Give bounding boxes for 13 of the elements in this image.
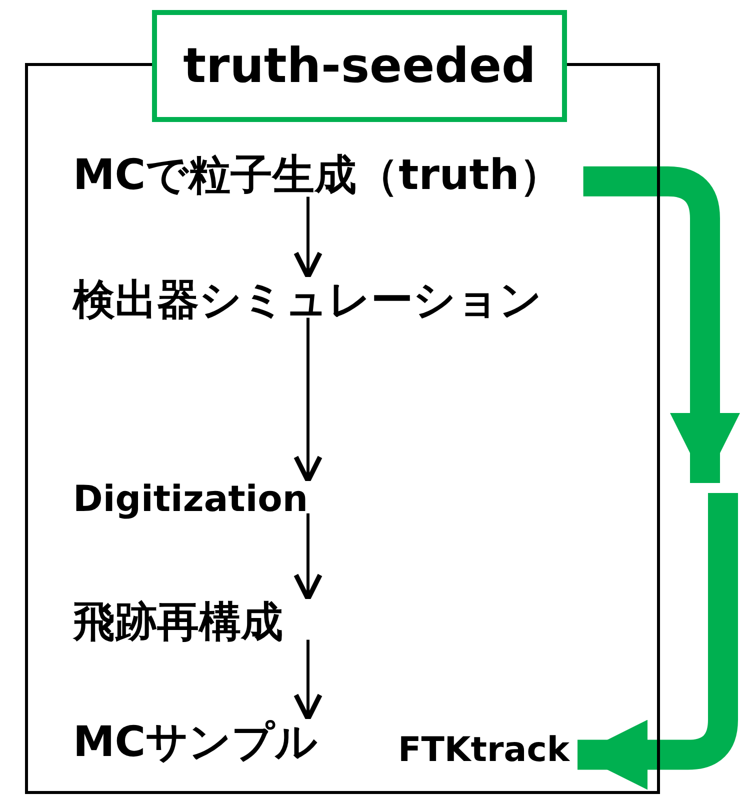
step-text: 飛跡再構成 [73,593,283,652]
step-text: 検出器シミュレーション [73,271,613,330]
title-box: truth-seeded [152,10,567,122]
arrow [294,196,322,280]
arrow [294,513,322,602]
arrow [294,640,322,722]
output-label: FTKtrack [398,727,570,775]
step-text: MCサンプル [73,713,318,772]
flow-arrow [583,166,740,483]
arrow [294,318,322,484]
step-text: MCで粒子生成（truth） [73,146,562,205]
flow-arrow [578,493,738,790]
step-text: Digitization [73,475,308,526]
